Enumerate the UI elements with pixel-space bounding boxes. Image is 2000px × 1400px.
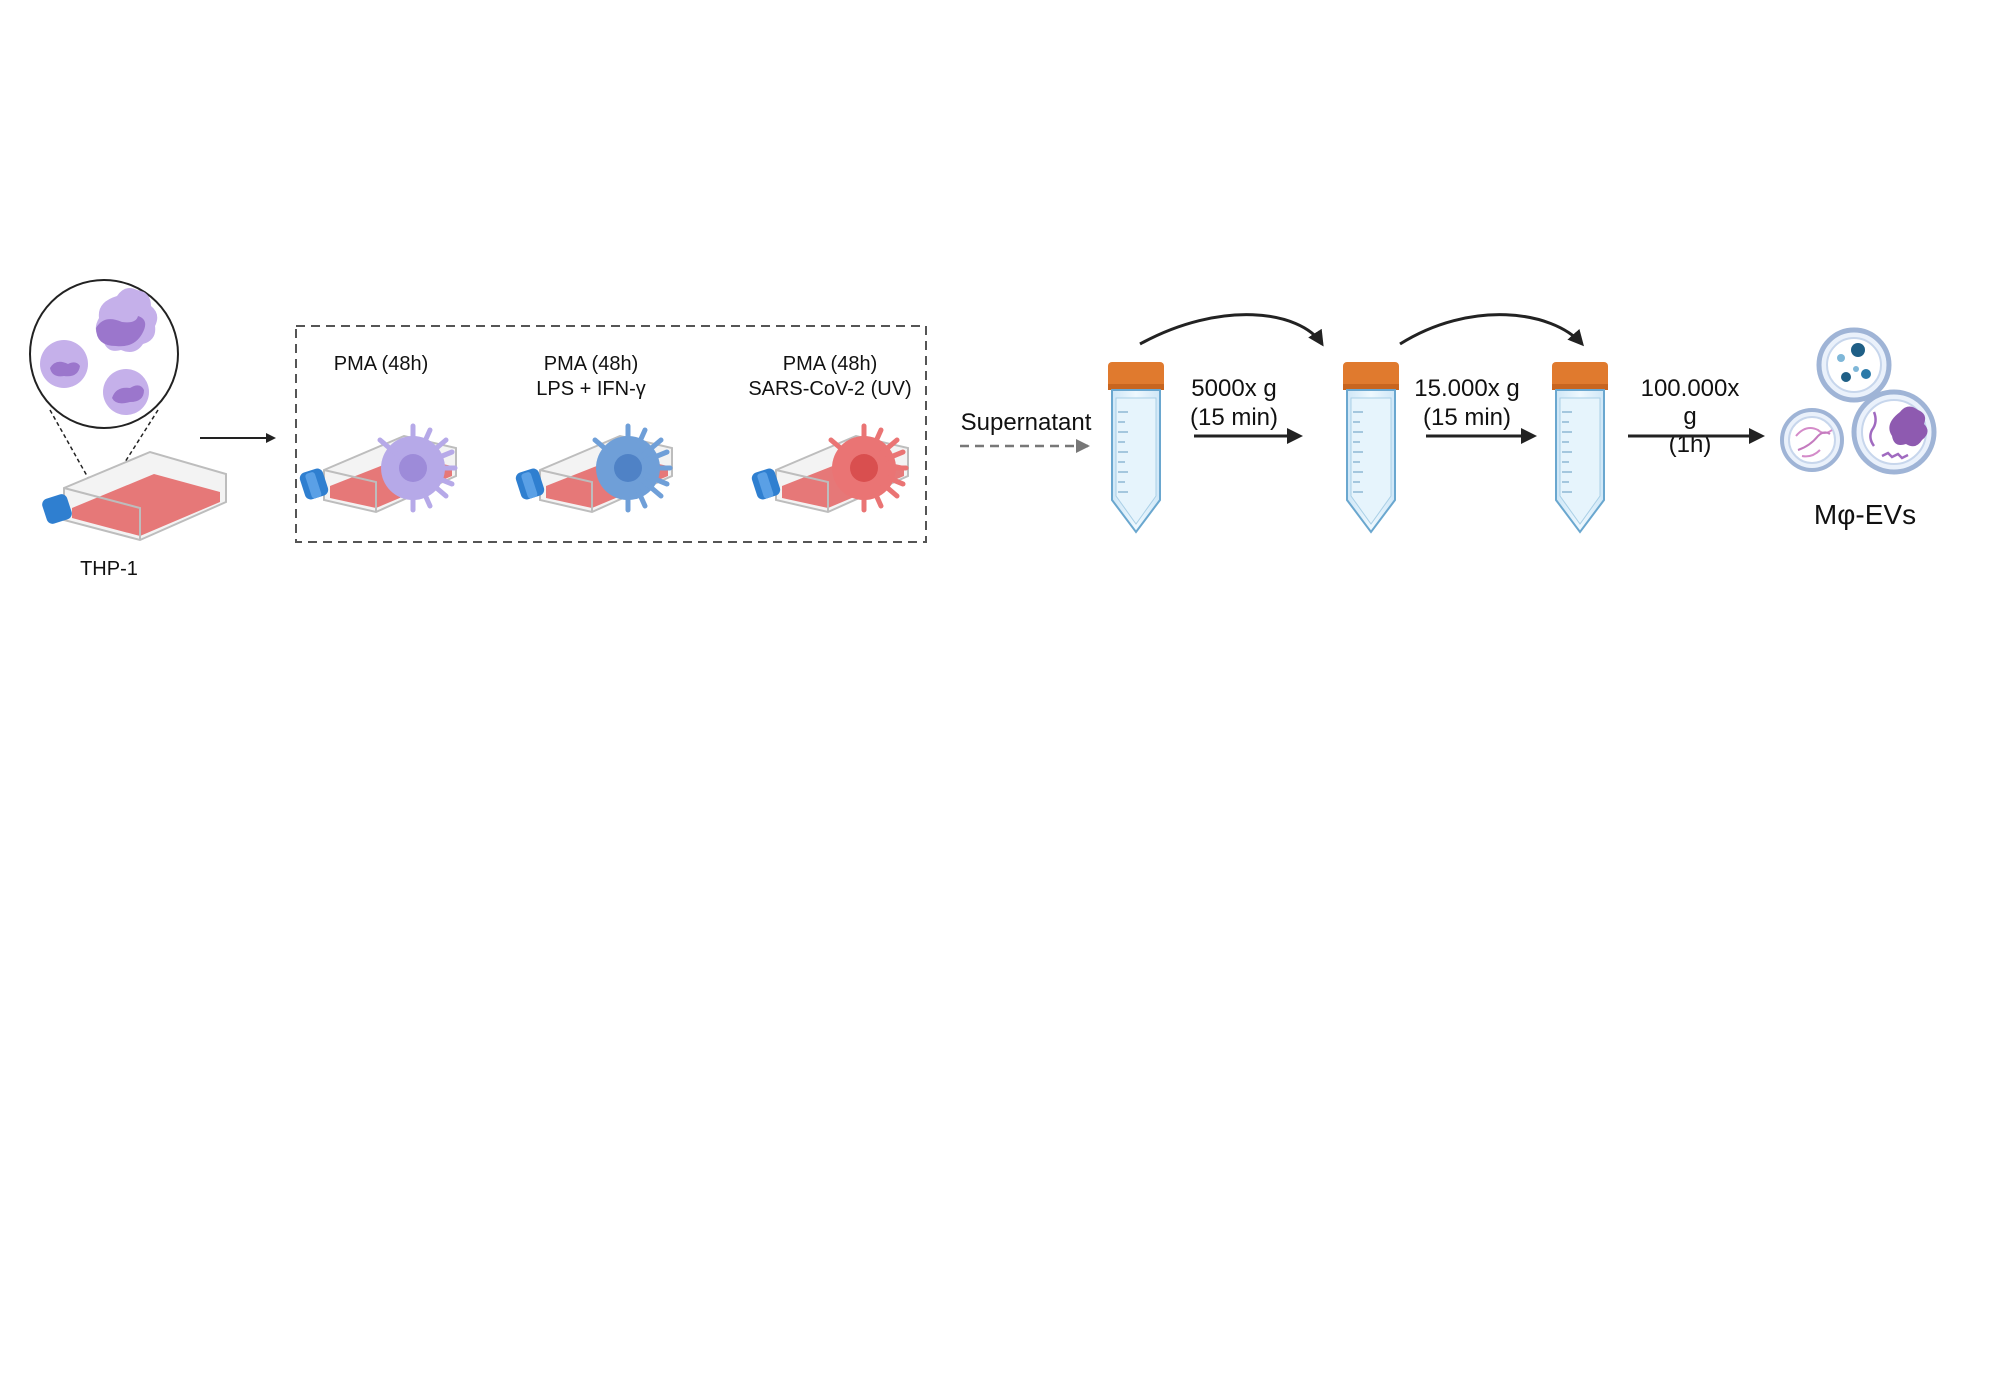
thp1-flask [42,450,227,542]
thp1-group: THP-1 [29,279,227,580]
ev-vesicle-right [1851,389,1937,475]
condition-pma-lps-ifng: PMA (48h) LPS + IFN-γ [513,353,673,513]
step-duration: (15 min) [1423,404,1511,431]
centrifuge-tube-3 [1551,361,1609,533]
step-speed: 100.000x [1641,375,1740,402]
condition-line1: PMA (48h) [334,353,428,375]
centrifuge-tube-2 [1342,361,1400,533]
centrifuge-step-1: 5000x g (15 min) [1190,375,1303,444]
conditions-dashed-frame [295,325,927,543]
ev-label: Mφ-EVs [1814,499,1916,530]
step-speed-unit: g [1683,403,1696,430]
condition-pma: PMA (48h) [297,353,458,513]
condition-line2: SARS-CoV-2 (UV) [748,378,911,400]
monocyte-cell [103,369,149,415]
transfer-arrow-1 [1139,313,1324,347]
macrophage-m0 [377,423,458,513]
centrifuge-tube-1 [1107,361,1165,533]
condition-pma-sarscov2: PMA (48h) SARS-CoV-2 (UV) [748,353,912,513]
ev-vesicle-top [1816,327,1892,403]
macrophage-sars [828,423,909,513]
condition-line2: LPS + IFN-γ [536,378,645,400]
thp1-label: THP-1 [80,558,138,580]
conditions-box: PMA (48h) PMA (48h) LPS + IFN-γ [295,325,927,543]
step-duration: (15 min) [1190,404,1278,431]
condition-line1: PMA (48h) [783,353,877,375]
centrifuge-step-3: 100.000x g (1h) [1628,375,1765,458]
centrifuge-step-2: 15.000x g (15 min) [1414,375,1537,444]
monocyte-cell [40,340,88,388]
condition-line1: PMA (48h) [544,353,638,375]
monocyte-cell [95,288,158,352]
supernatant-label: Supernatant [961,409,1092,436]
transfer-arrow-2 [1399,313,1584,347]
extracellular-vesicles: Mφ-EVs [1780,327,1937,530]
step-speed: 5000x g [1191,375,1276,402]
ev-vesicle-left [1780,408,1844,472]
macrophage-m1 [592,423,673,513]
step-speed: 15.000x g [1414,375,1519,402]
